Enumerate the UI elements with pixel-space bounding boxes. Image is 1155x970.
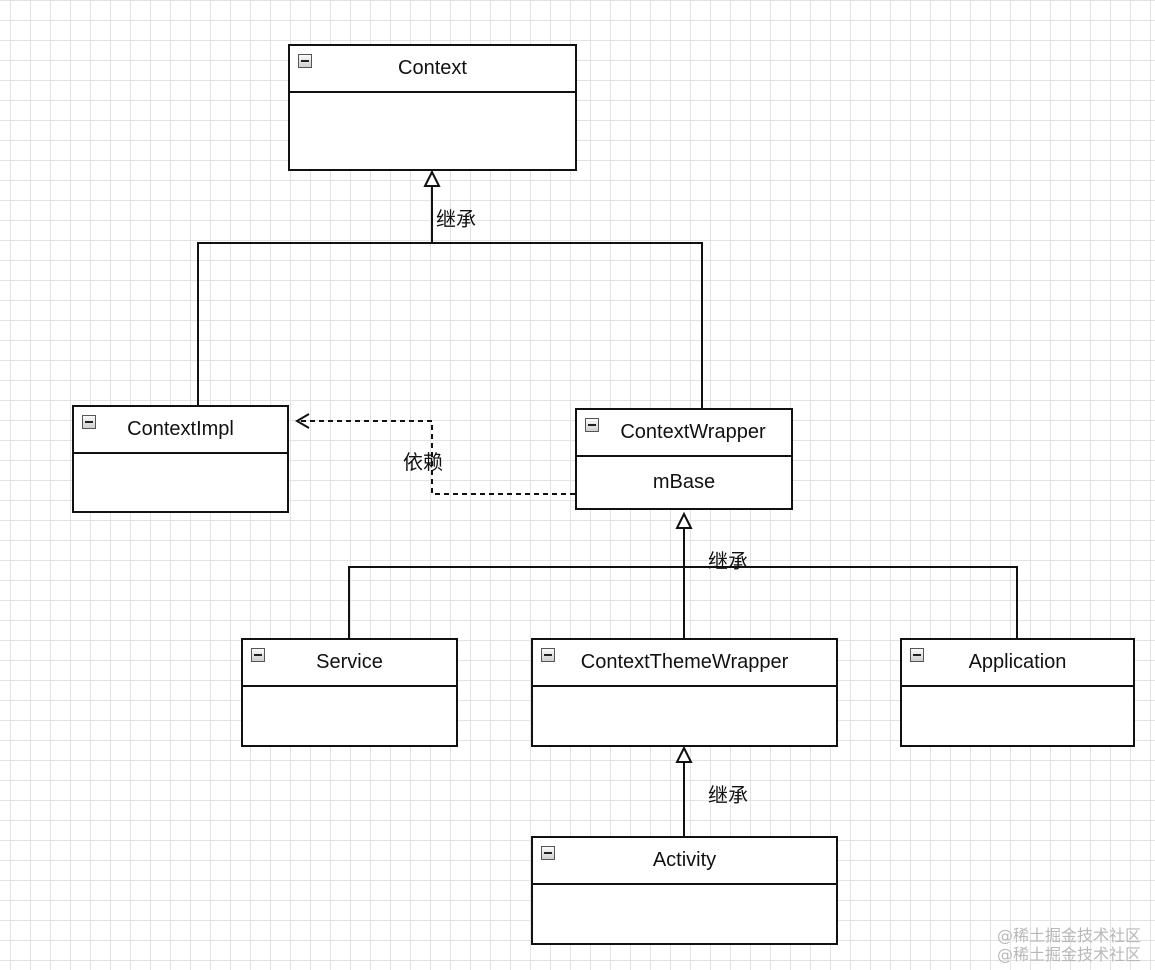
class-name: Activity	[652, 849, 717, 871]
class-name: ContextWrapper	[620, 421, 766, 443]
inherit-arrowhead-context	[423, 169, 441, 187]
class-members	[74, 454, 287, 511]
inherit-arrowhead-contextthemewrapper	[675, 745, 693, 763]
watermark: @稀土掘金技术社区 @稀土掘金技术社区	[997, 926, 1141, 964]
collapse-icon[interactable]	[251, 648, 265, 662]
class-name: ContextImpl	[127, 418, 234, 440]
inherit-label-context: 继承	[436, 207, 476, 231]
class-context[interactable]: Context	[288, 44, 577, 171]
inherit-arrowhead-contextwrapper	[675, 511, 693, 529]
class-header: ContextWrapper	[577, 410, 791, 457]
class-members	[533, 687, 836, 745]
class-name: ContextThemeWrapper	[580, 651, 789, 673]
class-contextimpl[interactable]: ContextImpl	[72, 405, 289, 513]
depend-arrowhead	[295, 413, 310, 429]
class-name: Service	[316, 651, 383, 673]
class-header: Context	[290, 46, 575, 93]
class-contextthemewrapper[interactable]: ContextThemeWrapper	[531, 638, 838, 747]
collapse-icon[interactable]	[585, 418, 599, 432]
class-members	[533, 885, 836, 943]
depend-label: 依赖	[403, 450, 443, 474]
class-contextwrapper[interactable]: ContextWrapper mBase	[575, 408, 793, 510]
inherit-label-contextthemewrapper: 继承	[708, 783, 748, 807]
collapse-icon[interactable]	[910, 648, 924, 662]
class-members	[902, 687, 1133, 745]
class-header: ContextThemeWrapper	[533, 640, 836, 687]
watermark-line: @稀土掘金技术社区	[996, 945, 1141, 964]
class-header: Activity	[533, 838, 836, 885]
collapse-icon[interactable]	[541, 648, 555, 662]
class-field: mBase	[652, 471, 716, 493]
class-name: Context	[398, 57, 467, 79]
inherit-line-contextimpl	[197, 242, 432, 405]
watermark-line: @稀土掘金技术社区	[996, 926, 1141, 945]
class-header: ContextImpl	[74, 407, 287, 454]
class-header: Application	[902, 640, 1133, 687]
class-name: Application	[968, 651, 1067, 673]
class-application[interactable]: Application	[900, 638, 1135, 747]
inherit-label-contextwrapper: 继承	[708, 549, 748, 573]
class-service[interactable]: Service	[241, 638, 458, 747]
collapse-icon[interactable]	[82, 415, 96, 429]
class-members	[243, 687, 456, 745]
inherit-line-contextwrapper	[432, 242, 703, 408]
class-header: Service	[243, 640, 456, 687]
depend-line	[300, 420, 575, 495]
class-members: mBase	[577, 457, 791, 508]
collapse-icon[interactable]	[541, 846, 555, 860]
class-members	[290, 93, 575, 169]
class-activity[interactable]: Activity	[531, 836, 838, 945]
collapse-icon[interactable]	[298, 54, 312, 68]
